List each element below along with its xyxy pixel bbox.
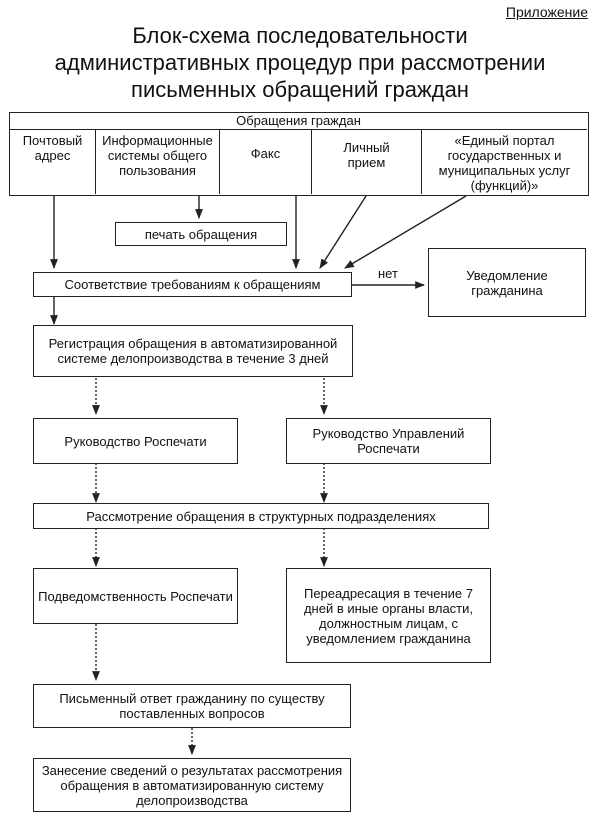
jurisdiction-box: Подведомственность Роспечати	[33, 568, 238, 624]
channel-portal-label: «Единый портал государственных и муницип…	[438, 133, 571, 193]
title-line-3: письменных обращений граждан	[131, 77, 469, 102]
review-in-units-box: Рассмотрение обращения в структурных под…	[33, 503, 489, 529]
channel-portal: «Единый портал государственных и муницип…	[422, 130, 587, 194]
written-answer-box: Письменный ответ гражданину по существу …	[33, 684, 351, 728]
print-appeal-box: печать обращения	[115, 222, 287, 246]
notify-citizen-box: Уведомление гражданина	[428, 248, 586, 317]
channel-post: Почтовый адрес	[10, 130, 96, 194]
channel-personal-label: Личный прием	[343, 140, 390, 170]
appeals-table: Обращения граждан Почтовый адрес Информа…	[9, 112, 589, 196]
channel-post-label: Почтовый адрес	[22, 133, 83, 163]
redirect-box: Переадресация в течение 7 дней в иные ор…	[286, 568, 491, 663]
channel-personal: Личный прием	[312, 130, 422, 194]
appeals-table-header: Обращения граждан	[10, 113, 587, 130]
appendix-label: Приложение	[505, 4, 588, 20]
channel-info-systems: Информационные системы общего пользовани…	[96, 130, 220, 194]
directorates-leadership-box: Руководство Управлений Роспечати	[286, 418, 491, 464]
channel-fax: Факс	[220, 130, 312, 194]
title-line-1: Блок-схема последовательности	[132, 23, 468, 48]
no-branch-label: нет	[378, 266, 398, 281]
title-line-2: административных процедур при рассмотрен…	[54, 50, 546, 75]
page-title: Блок-схема последовательности администра…	[0, 22, 600, 103]
compliance-check-box: Соответствие требованиям к обращениям	[33, 272, 352, 297]
rospechat-leadership-box: Руководство Роспечати	[33, 418, 238, 464]
arrow-portal-to-compliance	[344, 195, 467, 269]
registration-box: Регистрация обращения в автоматизированн…	[33, 325, 353, 377]
channel-info-systems-label: Информационные системы общего пользовани…	[102, 133, 213, 178]
record-results-box: Занесение сведений о результатах рассмот…	[33, 758, 351, 812]
arrow-personal-to-compliance	[319, 195, 367, 269]
channel-fax-label: Факс	[250, 146, 281, 161]
